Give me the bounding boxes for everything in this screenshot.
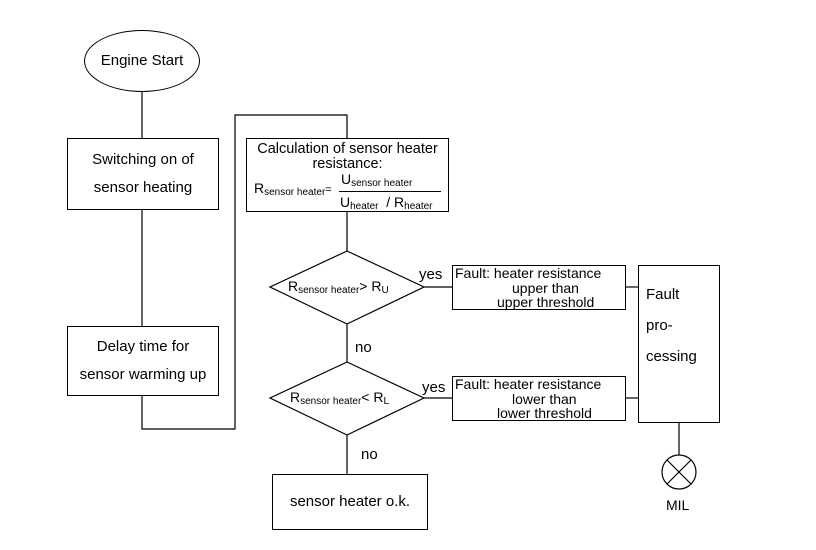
- formula-den-U: U: [340, 194, 351, 210]
- formula-lhs: Rsensor heater=: [254, 180, 332, 198]
- calculation-node: Calculation of sensor heater resistance:: [246, 138, 449, 212]
- decision-upper-label: Rsensor heater> RU: [288, 278, 389, 296]
- formula-slash-R: / R: [386, 194, 405, 210]
- engine-start-node: Engine Start: [84, 30, 200, 92]
- engine-start-label: Engine Start: [100, 51, 184, 69]
- decision-lower-R: R: [290, 389, 301, 405]
- formula-lhs-R: R: [254, 180, 265, 196]
- fault-lower-line-2: lower than: [512, 391, 577, 407]
- delay-time-line-2: sensor warming up: [79, 366, 207, 383]
- decision-lower-sub: sensor heater: [300, 396, 362, 407]
- formula-denominator: Uheater / Rheater: [340, 194, 433, 212]
- decision-lower-op: < R: [361, 389, 384, 405]
- connector-delay-to-calculation: [141, 114, 348, 430]
- formula-num-sub: sensor heater: [351, 178, 413, 189]
- fault-processing-line-1: Fault: [646, 286, 680, 303]
- formula-fraction-bar: [339, 191, 441, 192]
- decision-upper-op: > R: [359, 278, 382, 294]
- switching-on-line-2: sensor heating: [93, 179, 193, 196]
- edge-label-yes-upper: yes: [419, 266, 443, 283]
- decision-lower-label: Rsensor heater< RL: [290, 389, 389, 407]
- edge-label-no-upper: no: [355, 339, 372, 356]
- fault-upper-line-2: upper than: [512, 280, 579, 296]
- formula-numerator: Usensor heater: [341, 171, 412, 189]
- formula-equals: =: [325, 184, 332, 196]
- calculation-title-line-2: resistance:: [312, 156, 383, 173]
- decision-lower-threshold: [268, 361, 426, 436]
- decision-lower-op-sub: L: [383, 396, 390, 407]
- calculation-title-line-1: Calculation of sensor heater: [257, 141, 438, 157]
- mil-lamp-icon: [661, 454, 697, 490]
- decision-upper-op-sub: U: [381, 285, 389, 296]
- fault-lower-line-1: Fault: heater resistance: [455, 376, 602, 392]
- switching-on-line-1: Switching on of: [92, 150, 194, 168]
- decision-upper-sub: sensor heater: [298, 285, 360, 296]
- decision-upper-threshold: [268, 250, 426, 325]
- edge-label-no-lower: no: [361, 446, 378, 463]
- formula-den-R-sub: heater: [404, 201, 433, 212]
- decision-upper-R: R: [288, 278, 299, 294]
- mil-label: MIL: [666, 497, 690, 513]
- fault-processing-line-3: cessing: [646, 347, 697, 365]
- sensor-ok-label: sensor heater o.k.: [289, 492, 411, 510]
- sensor-ok-node: sensor heater o.k.: [272, 474, 428, 530]
- delay-time-line-1: Delay time for: [96, 337, 190, 355]
- switching-on-node: Switching on of sensor heating: [67, 138, 219, 210]
- delay-time-node: Delay time for sensor warming up: [67, 326, 219, 396]
- formula-lhs-sub: sensor heater: [264, 187, 326, 198]
- fault-upper-node: [452, 265, 626, 310]
- formula-den-U-sub: heater: [350, 201, 379, 212]
- edge-label-yes-lower: yes: [422, 379, 446, 396]
- fault-lower-line-3: lower threshold: [497, 405, 592, 421]
- fault-lower-node: [452, 376, 626, 421]
- fault-processing-line-2: pro-: [646, 316, 673, 334]
- fault-upper-line-1: Fault: heater resistance: [455, 265, 602, 281]
- fault-upper-line-3: upper threshold: [497, 294, 595, 310]
- fault-processing-node: Fault pro- cessing: [638, 265, 720, 423]
- formula-num-U: U: [341, 171, 352, 187]
